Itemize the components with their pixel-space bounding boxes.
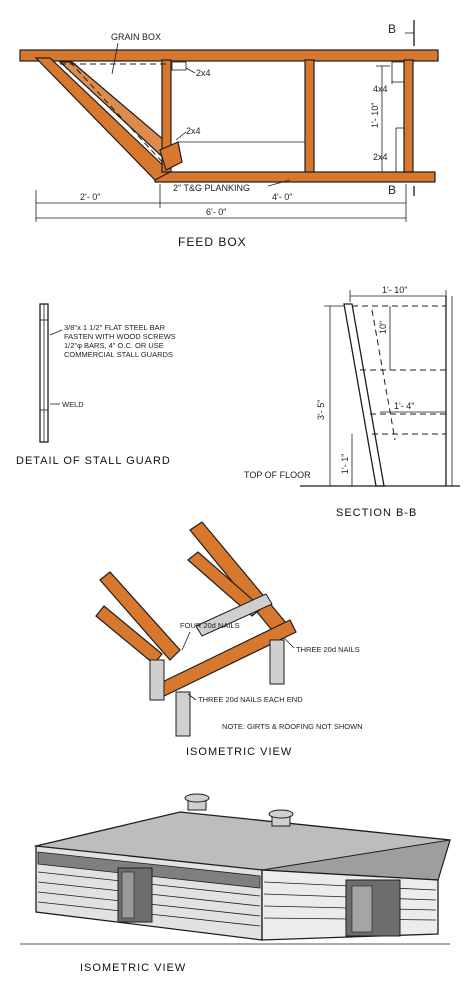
- section-bb-drawing: 1'- 10" 10" 3'- 5" 1'- 4" 1'- 1" TOP OF …: [244, 285, 460, 519]
- feed-box-drawing: B B 1'- 10" GRAIN BOX 2x4 4x4 2x4 2x4 2"…: [19, 20, 439, 249]
- isometric-building-drawing: ISOMETRIC VIEW: [20, 793, 451, 974]
- stall-guard-drawing: 3/8"x 1 1/2" FLAT STEEL BAR FASTEN WITH …: [16, 303, 176, 467]
- feed-box-title: FEED BOX: [178, 235, 247, 249]
- stall-guard-note-line-1: 3/8"x 1 1/2" FLAT STEEL BAR: [64, 323, 166, 332]
- grain-box-diagonal: [58, 61, 179, 163]
- rafter-4: [99, 571, 181, 661]
- bottom-rail: [154, 171, 436, 183]
- three-nails-each-end-label: THREE 20d NAILS EACH END: [198, 695, 303, 704]
- mid-width-dimension: 1'- 4": [394, 401, 414, 411]
- height-dimension: 1'- 10": [370, 103, 380, 128]
- upper-height-dimension: 10": [378, 321, 388, 334]
- lower-height-dimension: 1'- 1": [340, 454, 350, 474]
- dim-right: 4'- 0": [272, 192, 292, 202]
- diagonal-2x4-block: [159, 141, 183, 171]
- post-3: [149, 659, 165, 701]
- isometric-framing-drawing: FOUR 20d NAILS THREE 20d NAILS THREE 20d…: [95, 521, 363, 758]
- two-by-four-right-label: 2x4: [373, 152, 388, 162]
- post-right: [403, 59, 414, 173]
- stall-guard-note-line-4: COMMERCIAL STALL GUARDS: [64, 350, 173, 359]
- framing-note: NOTE: GIRTS & ROOFING NOT SHOWN: [222, 722, 363, 731]
- two-by-four-diagonal-label: 2x4: [186, 126, 201, 136]
- post-middle: [304, 59, 315, 173]
- ventilator-left: [184, 793, 210, 811]
- stall-guard-title: DETAIL OF STALL GUARD: [16, 455, 171, 467]
- dim-left: 2'- 0": [80, 192, 100, 202]
- grain-box-label: GRAIN BOX: [111, 32, 161, 42]
- dim-total: 6'- 0": [206, 207, 226, 217]
- planking-label: 2" T&G PLANKING: [173, 183, 250, 193]
- three-nails-label: THREE 20d NAILS: [296, 645, 360, 654]
- sloped-back-board: [34, 57, 172, 181]
- four-by-four-label: 4x4: [373, 84, 388, 94]
- stall-guard-note-line-3: 1/2"φ BARS, 4" O.C. OR USE: [64, 341, 164, 350]
- top-rail: [19, 49, 439, 62]
- floor-label: TOP OF FLOOR: [244, 470, 311, 480]
- isometric-framing-title: ISOMETRIC VIEW: [186, 746, 292, 758]
- section-mark-bottom: B: [388, 183, 396, 197]
- stall-guard-note-line-2: FASTEN WITH WOOD SCREWS: [64, 332, 176, 341]
- two-by-four-top-label: 2x4: [196, 68, 211, 78]
- section-bb-title: SECTION B-B: [336, 507, 417, 519]
- top-width-dimension: 1'- 10": [382, 285, 407, 295]
- total-height-dimension: 3'- 5": [316, 400, 326, 420]
- post-left: [161, 59, 172, 173]
- weld-label: WELD: [62, 400, 84, 409]
- ventilator-right: [268, 809, 294, 827]
- post-1: [175, 691, 191, 737]
- section-mark-top: B: [388, 22, 396, 36]
- post-2: [269, 639, 285, 685]
- isometric-building-title: ISOMETRIC VIEW: [80, 962, 186, 974]
- rafter-3: [95, 605, 163, 665]
- four-nails-label: FOUR 20d NAILS: [180, 621, 240, 630]
